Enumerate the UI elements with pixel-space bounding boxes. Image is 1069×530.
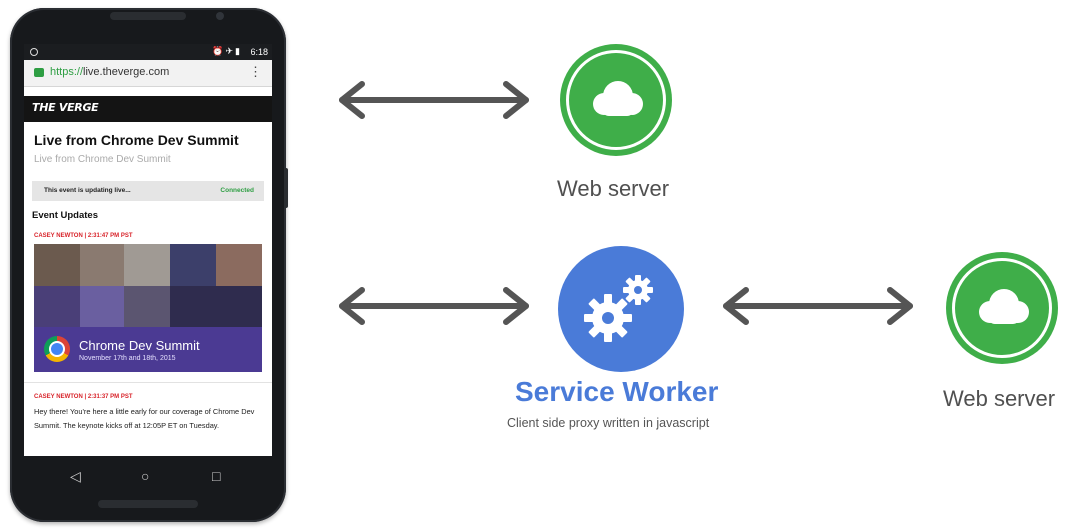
site-header: THE VERGE: [24, 96, 272, 122]
update-time: 2:31:47 PM PST: [87, 233, 133, 239]
update-byline: CASEY NEWTON | 2:31:37 PM PST: [34, 394, 133, 400]
double-arrow-icon: [723, 287, 913, 325]
update-time: 2:31:37 PM PST: [87, 394, 133, 400]
gears-icon: [584, 275, 653, 342]
notification-icon: [30, 48, 38, 56]
phone-bottom-speaker: [98, 500, 198, 508]
status-bar: ⏰✈▮ 6:18: [24, 44, 272, 60]
update-author: CASEY NEWTON: [34, 394, 83, 400]
double-arrow-icon: [339, 287, 529, 325]
top-server-label: Web server: [557, 176, 670, 201]
browser-url-bar[interactable]: https://live.theverge.com ⋮: [24, 60, 272, 87]
phone-screen: ⏰✈▮ 6:18 https://live.theverge.com ⋮ THE…: [24, 44, 272, 456]
service-worker-title: Service Worker: [515, 376, 719, 407]
phone-speaker: [110, 12, 186, 20]
right-server-label: Web server: [943, 386, 1056, 411]
home-icon[interactable]: ○: [141, 468, 150, 484]
cloud-icon: [593, 81, 643, 116]
hero-dates: November 17th and 18th, 2015: [79, 355, 176, 362]
status-time: 6:18: [250, 47, 268, 57]
update-byline: CASEY NEWTON | 2:31:47 PM PST: [34, 233, 133, 239]
chrome-icon: [44, 336, 70, 362]
cloud-icon: [979, 289, 1029, 324]
update-author: CASEY NEWTON: [34, 233, 83, 239]
service-worker-node: [558, 246, 684, 372]
update-text: Hey there! You're here a little early fo…: [34, 407, 255, 430]
web-server-node: [946, 252, 1058, 364]
url-text[interactable]: https://live.theverge.com: [50, 66, 170, 78]
hero-title: Chrome Dev Summit: [79, 338, 200, 353]
event-hero-image[interactable]: Chrome Dev Summit November 17th and 18th…: [34, 244, 262, 372]
connection-status: Connected: [220, 187, 254, 194]
service-worker-subtitle: Client side proxy written in javascript: [507, 416, 710, 430]
article-headline: Live from Chrome Dev Summit: [34, 132, 239, 148]
updates-heading: Event Updates: [32, 210, 98, 221]
live-status-text: This event is updating live...: [44, 187, 131, 194]
live-status-bar: This event is updating live... Connected: [32, 181, 264, 201]
web-server-node: [560, 44, 672, 156]
android-nav-bar: ◁ ○ □: [24, 456, 272, 500]
phone-camera: [216, 12, 224, 20]
site-logo[interactable]: THE VERGE: [32, 101, 99, 114]
double-arrow-icon: [339, 81, 529, 119]
back-icon[interactable]: ◁: [70, 468, 81, 484]
lock-icon: [34, 68, 44, 77]
divider: [24, 382, 272, 383]
status-icons: ⏰✈▮: [212, 46, 242, 56]
overflow-menu-icon[interactable]: ⋮: [249, 64, 262, 79]
phone-side-button: [284, 168, 288, 208]
recents-icon[interactable]: □: [212, 468, 221, 484]
article-subheadline: Live from Chrome Dev Summit: [34, 154, 171, 165]
